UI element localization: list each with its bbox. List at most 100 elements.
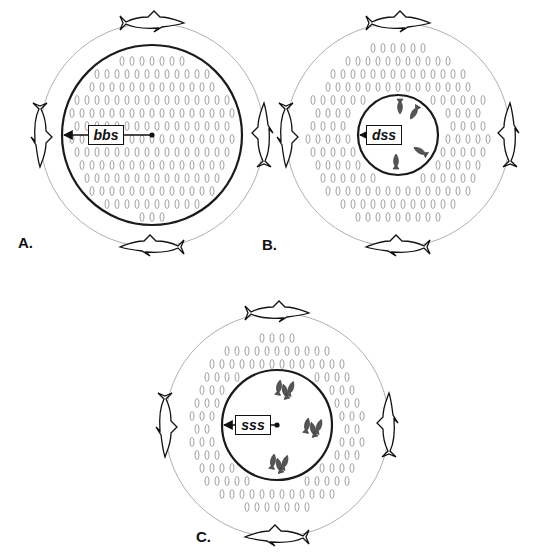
fish-symbol [310, 490, 314, 499]
dolphin-symbol [120, 235, 184, 256]
fish-symbol [295, 503, 299, 512]
fish-symbol [446, 109, 450, 118]
fish-symbol [361, 70, 365, 79]
fish-symbol [330, 490, 334, 499]
fish-symbol [225, 347, 229, 356]
fish-symbol [215, 96, 219, 105]
fish-symbol [145, 148, 149, 157]
dolphin-ring [40, 23, 264, 247]
fish-symbol [361, 96, 365, 105]
fish-symbol [466, 161, 470, 170]
school-panel [31, 11, 273, 256]
fish-symbol [210, 412, 214, 421]
fish-symbol [376, 213, 380, 222]
fish-symbol [145, 122, 149, 131]
fish-symbol [360, 438, 364, 447]
fish-symbol [235, 477, 239, 486]
fish-symbol [130, 161, 134, 170]
fish-symbol [321, 122, 325, 131]
fish-symbol [456, 135, 460, 144]
fish-symbol [195, 425, 199, 434]
fish-symbol [461, 70, 465, 79]
fish-symbol [95, 70, 99, 79]
fish-symbol [280, 490, 284, 499]
dark-fish [412, 145, 428, 158]
fish-symbol [300, 490, 304, 499]
fish-symbol [160, 187, 164, 196]
fish-symbol [95, 148, 99, 157]
fish-symbol [195, 399, 199, 408]
fish-symbol [411, 70, 415, 79]
fish-symbol [421, 70, 425, 79]
fish-symbol [125, 200, 129, 209]
fish-symbol [311, 96, 315, 105]
fish-symbol [466, 109, 470, 118]
fish-symbol [105, 148, 109, 157]
fish-symbol [75, 96, 79, 105]
fish-symbol [441, 96, 445, 105]
fish-symbol [145, 70, 149, 79]
fish-symbol [406, 187, 410, 196]
fish-symbol [315, 347, 319, 356]
fish-symbol [351, 70, 355, 79]
dark-fish [275, 380, 284, 396]
fish-symbol [90, 161, 94, 170]
fish-symbol [85, 96, 89, 105]
fish-symbol [381, 70, 385, 79]
dolphin-symbol [245, 301, 309, 322]
fish-symbol [230, 490, 234, 499]
fish-symbol [185, 200, 189, 209]
fish-symbol [205, 96, 209, 105]
fish-symbol [155, 148, 159, 157]
fish-symbol [351, 148, 355, 157]
fish-symbol [150, 109, 154, 118]
fish-symbol [115, 174, 119, 183]
fish-symbol [356, 161, 360, 170]
radius-label-box: bbs [88, 125, 125, 145]
dolphin-symbol [277, 103, 298, 167]
radius-label: dss [372, 127, 396, 143]
fish-symbol [195, 174, 199, 183]
fish-symbol [366, 213, 370, 222]
fish-symbol [195, 148, 199, 157]
fish-symbol [381, 44, 385, 53]
fish-symbol [310, 360, 314, 369]
fish-symbol [225, 122, 229, 131]
fish-symbol [335, 451, 339, 460]
fish-symbol [436, 161, 440, 170]
fish-symbol [436, 57, 440, 66]
fish-symbol [210, 135, 214, 144]
fish-symbol [100, 83, 104, 92]
fish-symbol [396, 83, 400, 92]
fish-symbol [75, 148, 79, 157]
fish-symbol [140, 83, 144, 92]
fish-symbol [165, 148, 169, 157]
fish-symbol [421, 44, 425, 53]
dolphin-symbol [252, 103, 273, 167]
fish-symbol [446, 187, 450, 196]
fish-symbol [305, 347, 309, 356]
fish-symbol [215, 399, 219, 408]
fish-symbol [346, 187, 350, 196]
fish-symbol [326, 109, 330, 118]
fish-symbol [321, 96, 325, 105]
fish-symbol [326, 83, 330, 92]
fish-symbol [125, 174, 129, 183]
fish-symbol [180, 161, 184, 170]
dark-fish [269, 454, 278, 470]
fish-symbol [371, 70, 375, 79]
radius-label-box: dss [366, 125, 402, 145]
fish-symbol [105, 174, 109, 183]
fish-symbol [110, 161, 114, 170]
fish-symbol [250, 360, 254, 369]
fish-symbol [195, 122, 199, 131]
fish-symbol [210, 438, 214, 447]
fish-symbol [185, 70, 189, 79]
fish-symbol [170, 161, 174, 170]
fish-symbol [341, 122, 345, 131]
fish-symbol [180, 135, 184, 144]
fish-symbol [190, 161, 194, 170]
fish-symbol [220, 490, 224, 499]
fish-symbol [275, 503, 279, 512]
fish-symbol [180, 57, 184, 66]
